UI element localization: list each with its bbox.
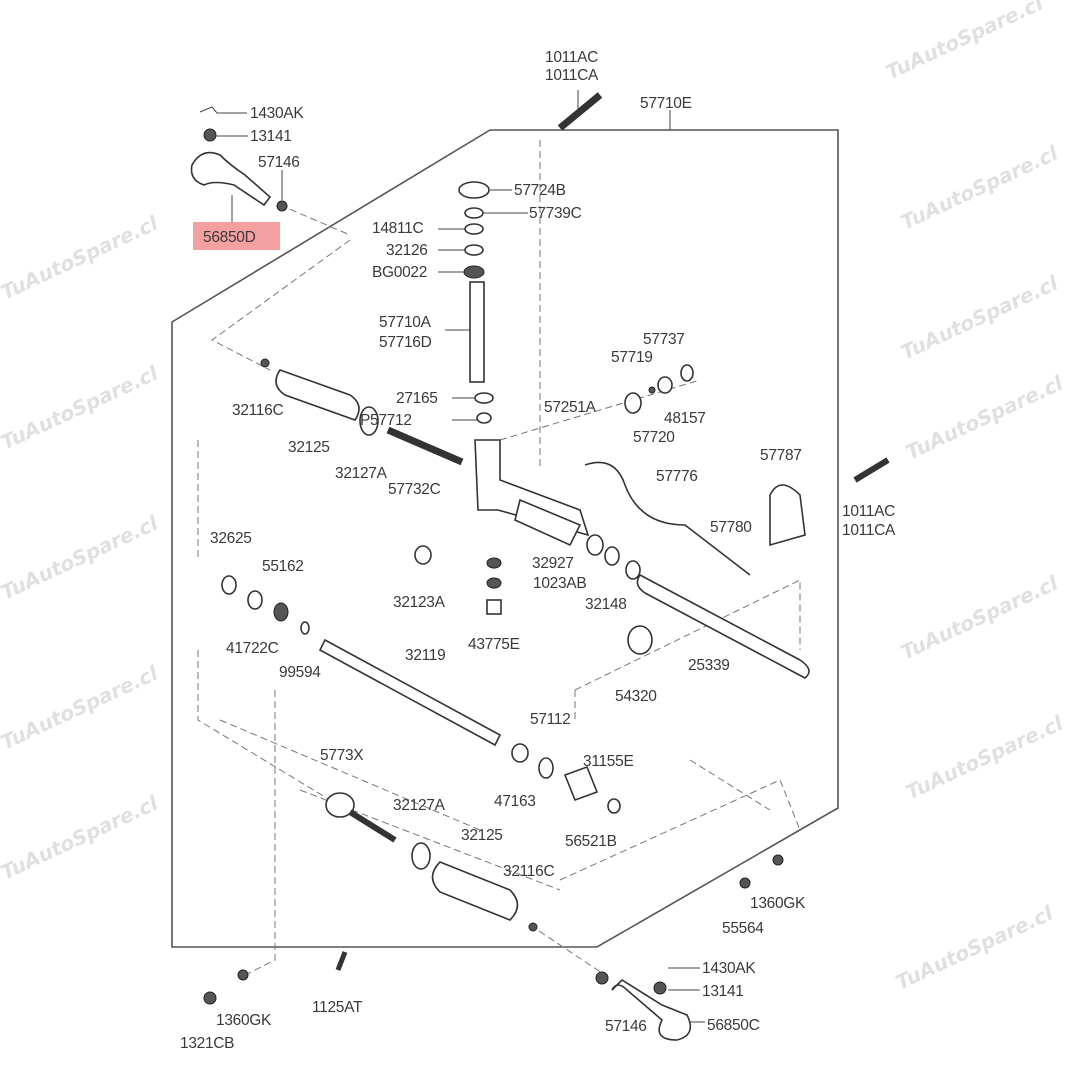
watermark-text: TuAutoSpare.cl <box>897 270 1063 364</box>
part-label[interactable]: 25339 <box>688 657 730 674</box>
rack-tube <box>636 573 810 679</box>
part-label[interactable]: 32116C <box>503 863 555 880</box>
part-label[interactable]: 32127A <box>393 797 446 814</box>
part-label[interactable]: 32125 <box>461 827 503 844</box>
part-label[interactable]: 57716D <box>379 334 432 351</box>
part-label[interactable]: 1430AK <box>702 960 757 977</box>
watermark-text: TuAutoSpare.cl <box>892 900 1058 994</box>
watermark-text: TuAutoSpare.cl <box>897 140 1063 234</box>
part-label[interactable]: 54320 <box>615 688 658 705</box>
part-label[interactable]: 32625 <box>210 530 252 547</box>
guide-lines <box>197 140 801 976</box>
part-label[interactable]: 43775E <box>468 636 520 653</box>
part-label[interactable]: 1011AC <box>842 503 895 520</box>
part-label[interactable]: 31155E <box>583 753 634 770</box>
part-label[interactable]: BG0022 <box>372 264 427 281</box>
assembly-frame <box>171 129 839 948</box>
part-label[interactable]: 56850C <box>707 1017 760 1034</box>
watermark-text: TuAutoSpare.cl <box>882 0 1048 85</box>
part-label[interactable]: 57776 <box>656 468 698 485</box>
part-label[interactable]: 1011CA <box>842 522 896 539</box>
watermark-text: TuAutoSpare.cl <box>0 210 162 304</box>
part-label[interactable]: 57780 <box>710 519 753 536</box>
part-label[interactable]: 1125AT <box>312 999 363 1016</box>
pipe <box>584 461 751 576</box>
part-label[interactable]: 57787 <box>760 447 802 464</box>
gear-housing <box>474 439 590 537</box>
part-label[interactable]: 55564 <box>722 920 765 937</box>
watermark-text: TuAutoSpare.cl <box>902 370 1068 464</box>
bolt-icon <box>557 92 603 131</box>
part-label[interactable]: 57732C <box>388 481 441 498</box>
part-label[interactable]: 1430AK <box>250 105 305 122</box>
part-label[interactable]: 32127A <box>335 465 388 482</box>
part-label[interactable]: P57712 <box>360 412 412 429</box>
part-label[interactable]: 47163 <box>494 793 536 810</box>
part-label[interactable]: 14811C <box>372 220 424 237</box>
part-label[interactable]: 1360GK <box>216 1012 272 1029</box>
part-label[interactable]: 32123A <box>393 594 446 611</box>
part-label[interactable]: 13141 <box>702 983 744 1000</box>
part-label[interactable]: 13141 <box>250 128 292 145</box>
part-label[interactable]: 57710E <box>640 95 692 112</box>
part-label[interactable]: 32927 <box>532 555 574 572</box>
part-label[interactable]: 57720 <box>633 429 676 446</box>
part-label[interactable]: 1011AC <box>545 49 598 66</box>
part-label[interactable]: 27165 <box>396 390 438 407</box>
part-label[interactable]: 56521B <box>565 833 617 850</box>
part-label[interactable]: 57710A <box>379 314 432 331</box>
watermark-text: TuAutoSpare.cl <box>0 790 162 884</box>
part-label[interactable]: 32119 <box>405 647 446 664</box>
part-label[interactable]: 5773X <box>320 747 365 764</box>
part-label[interactable]: 1321CB <box>180 1035 235 1052</box>
watermark-text: TuAutoSpare.cl <box>0 660 162 754</box>
part-label[interactable]: 1023AB <box>533 575 587 592</box>
part-label[interactable]: 1360GK <box>750 895 806 912</box>
tie-rod-end-left <box>190 151 272 207</box>
boot-upper <box>275 369 360 421</box>
part-label[interactable]: 57719 <box>611 349 653 366</box>
boot-lower <box>431 861 519 921</box>
part-label[interactable]: 32116C <box>232 402 284 419</box>
part-label[interactable]: 32126 <box>386 242 428 259</box>
part-label[interactable]: 32148 <box>585 596 627 613</box>
part-label[interactable]: 41722C <box>226 640 279 657</box>
watermark-text: TuAutoSpare.cl <box>897 570 1063 664</box>
part-label[interactable]: 57724B <box>514 182 566 199</box>
rack-bar <box>318 638 502 747</box>
part-label-highlighted[interactable]: 56850D <box>203 229 256 246</box>
part-shapes <box>190 90 890 1041</box>
part-label[interactable]: 99594 <box>279 664 322 681</box>
watermark-text: TuAutoSpare.cl <box>0 510 162 604</box>
watermark-text: TuAutoSpare.cl <box>902 710 1068 804</box>
clamp-bracket <box>769 484 806 547</box>
highlight-box <box>193 222 280 250</box>
part-label[interactable]: 57737 <box>643 331 685 348</box>
tie-rod-end-right <box>611 978 692 1041</box>
part-label[interactable]: 57251A <box>544 399 597 416</box>
part-label[interactable]: 57112 <box>530 711 571 728</box>
part-label[interactable]: 55162 <box>262 558 304 575</box>
part-label[interactable]: 32125 <box>288 439 330 456</box>
part-label[interactable]: 1011CA <box>545 67 599 84</box>
part-label[interactable]: 57739C <box>529 205 582 222</box>
part-label[interactable]: 48157 <box>664 410 706 427</box>
part-labels: 1011AC 1011CA 57710E 1430AK 13141 57146 … <box>180 49 896 1052</box>
part-label[interactable]: 57146 <box>258 154 300 171</box>
part-label[interactable]: 57146 <box>605 1018 647 1035</box>
watermark-text: TuAutoSpare.cl <box>0 360 162 454</box>
